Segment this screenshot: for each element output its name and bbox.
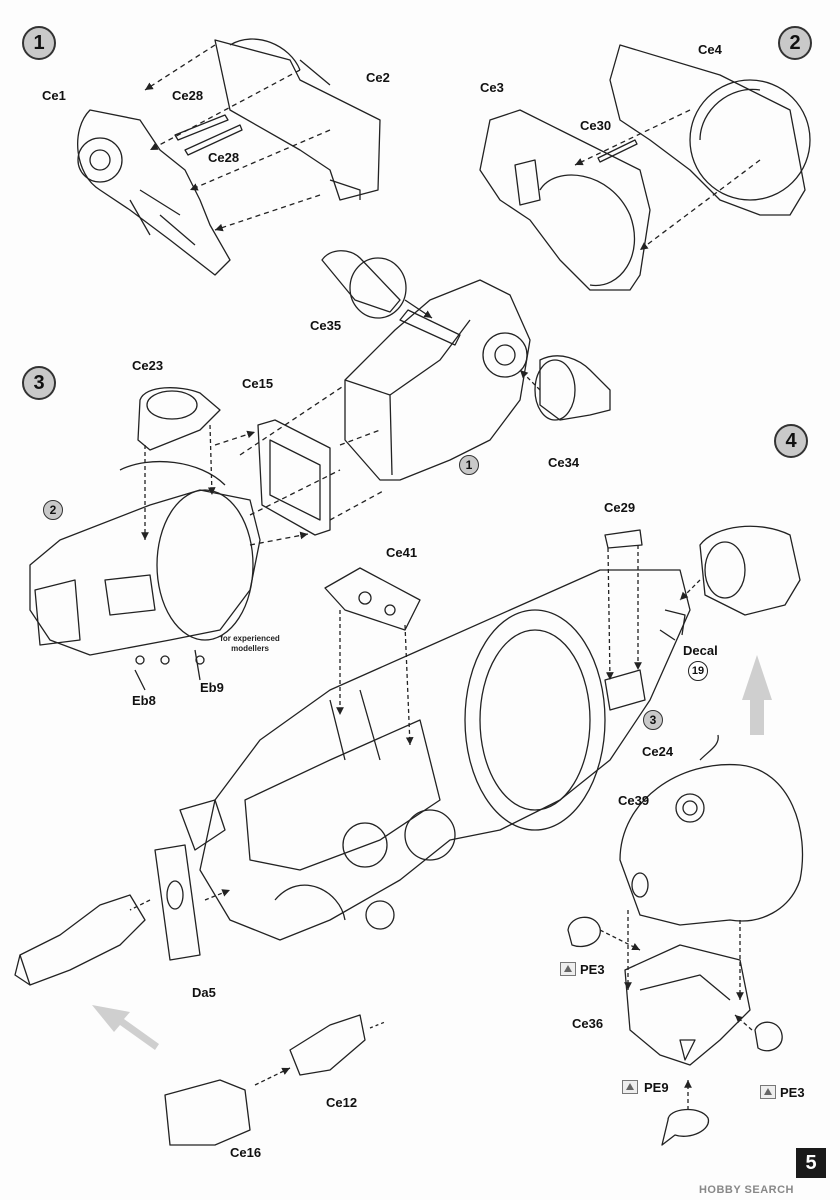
step1-drawing — [77, 38, 381, 276]
direction-arrow-up — [742, 655, 772, 735]
step-number-4: 4 — [774, 424, 808, 458]
page-number: 5 — [796, 1148, 826, 1178]
part-label-ce36: Ce36 — [572, 1016, 604, 1031]
part-label-ce35: Ce35 — [310, 318, 342, 333]
decal-label: Decal — [683, 643, 718, 658]
subassembly-ref-3: 3 — [643, 710, 663, 730]
part-label-ce24: Ce24 — [642, 744, 674, 759]
photo-etch-icon — [560, 962, 576, 976]
step3-upper-drawing — [137, 250, 611, 546]
part-label-pe9: PE9 — [644, 1080, 669, 1095]
step-number-3: 3 — [22, 366, 56, 400]
part-label-ce30: Ce30 — [580, 118, 612, 133]
part-label-ce28-top: Ce28 — [172, 88, 204, 103]
step3-left-drawing — [29, 460, 261, 691]
subassembly-ref-2: 2 — [43, 500, 63, 520]
step4-drawing — [14, 525, 804, 1146]
subassembly-ref-1: 1 — [459, 455, 479, 475]
step-number-1: 1 — [22, 26, 56, 60]
part-label-ce16: Ce16 — [230, 1145, 262, 1160]
part-label-ce12: Ce12 — [326, 1095, 358, 1110]
part-label-ce41: Ce41 — [386, 545, 418, 560]
part-label-ce4: Ce4 — [698, 42, 722, 57]
part-label-da5: Da5 — [192, 985, 216, 1000]
part-label-ce15: Ce15 — [242, 376, 274, 391]
direction-arrow-down-left — [92, 1005, 159, 1050]
part-label-ce23: Ce23 — [132, 358, 164, 373]
step2-drawing — [479, 44, 811, 291]
part-label-eb9: Eb9 — [200, 680, 224, 695]
part-label-ce28-bottom: Ce28 — [208, 150, 240, 165]
part-label-pe3-right: PE3 — [780, 1085, 805, 1100]
part-label-ce1: Ce1 — [42, 88, 66, 103]
part-label-eb8: Eb8 — [132, 693, 156, 708]
part-label-pe3-left: PE3 — [580, 962, 605, 977]
part-label-ce29: Ce29 — [604, 500, 636, 515]
decal-number: 19 — [688, 661, 708, 681]
step-number-2: 2 — [778, 26, 812, 60]
part-label-ce34: Ce34 — [548, 455, 580, 470]
experienced-modellers-note: for experienced modellers — [220, 634, 280, 653]
watermark: HOBBY SEARCH — [698, 1184, 794, 1196]
photo-etch-icon — [622, 1080, 638, 1094]
part-label-ce3: Ce3 — [480, 80, 504, 95]
part-label-ce2: Ce2 — [366, 70, 390, 85]
part-label-ce39: Ce39 — [618, 793, 650, 808]
photo-etch-icon — [760, 1085, 776, 1099]
